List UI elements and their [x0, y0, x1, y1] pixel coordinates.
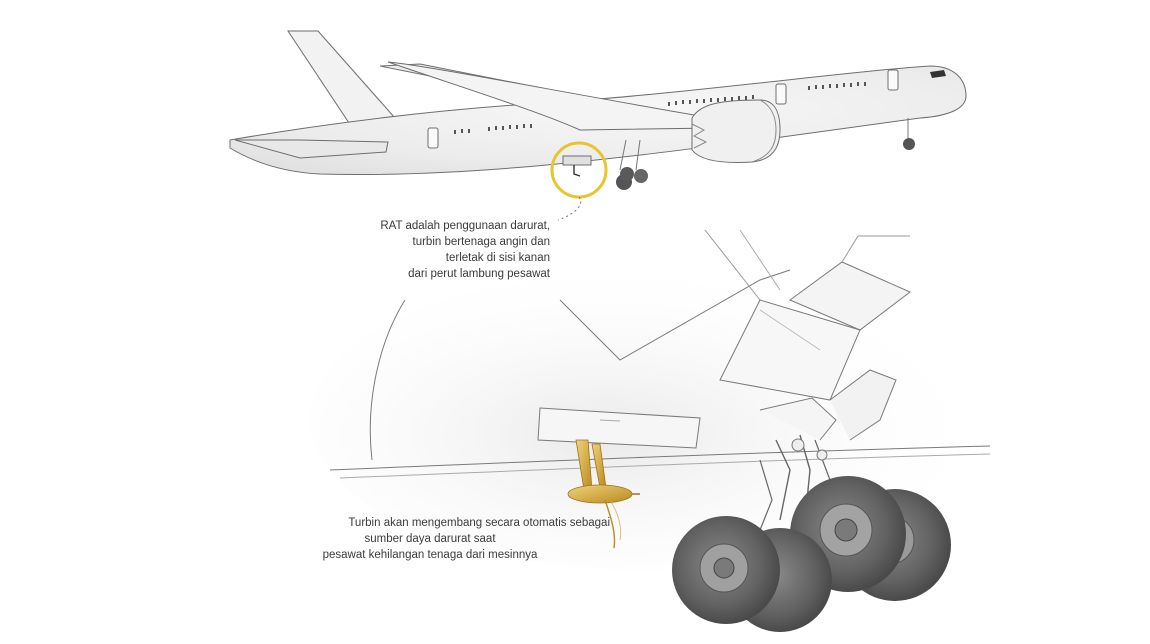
closeup-sketch: [310, 229, 991, 570]
cockpit-window: [930, 70, 946, 78]
leader-line: [557, 196, 582, 221]
turbine-caption-line: sumber daya darurat saat: [364, 533, 496, 545]
vertical-stabilizer: [287, 30, 396, 133]
horizontal-stabilizer: [234, 139, 389, 159]
rat-caption-line: RAT adalah penggunaan darurat,: [380, 220, 550, 232]
rat-caption-line: turbin bertenaga angin dan: [412, 236, 550, 248]
engine: [691, 99, 781, 163]
rat-caption: RAT adalah penggunaan darurat, turbin be…: [300, 218, 550, 282]
rat-housing: [562, 155, 592, 166]
airplane: [229, 30, 967, 190]
rat-caption-line: dari perut lambung pesawat: [408, 268, 550, 280]
turbine-caption-line: Turbin akan mengembang secara otomatis s…: [348, 517, 610, 529]
rat-caption-line: terletak di sisi kanan: [445, 252, 550, 264]
rat-door: [537, 407, 701, 449]
landing-gear-wheels: [672, 476, 951, 632]
rat-turbine: [567, 439, 640, 549]
turbine-caption: Turbin akan mengembang secara otomatis s…: [250, 515, 610, 563]
turbine-caption-line: pesawat kehilangan tenaga dari mesinnya: [322, 549, 538, 561]
